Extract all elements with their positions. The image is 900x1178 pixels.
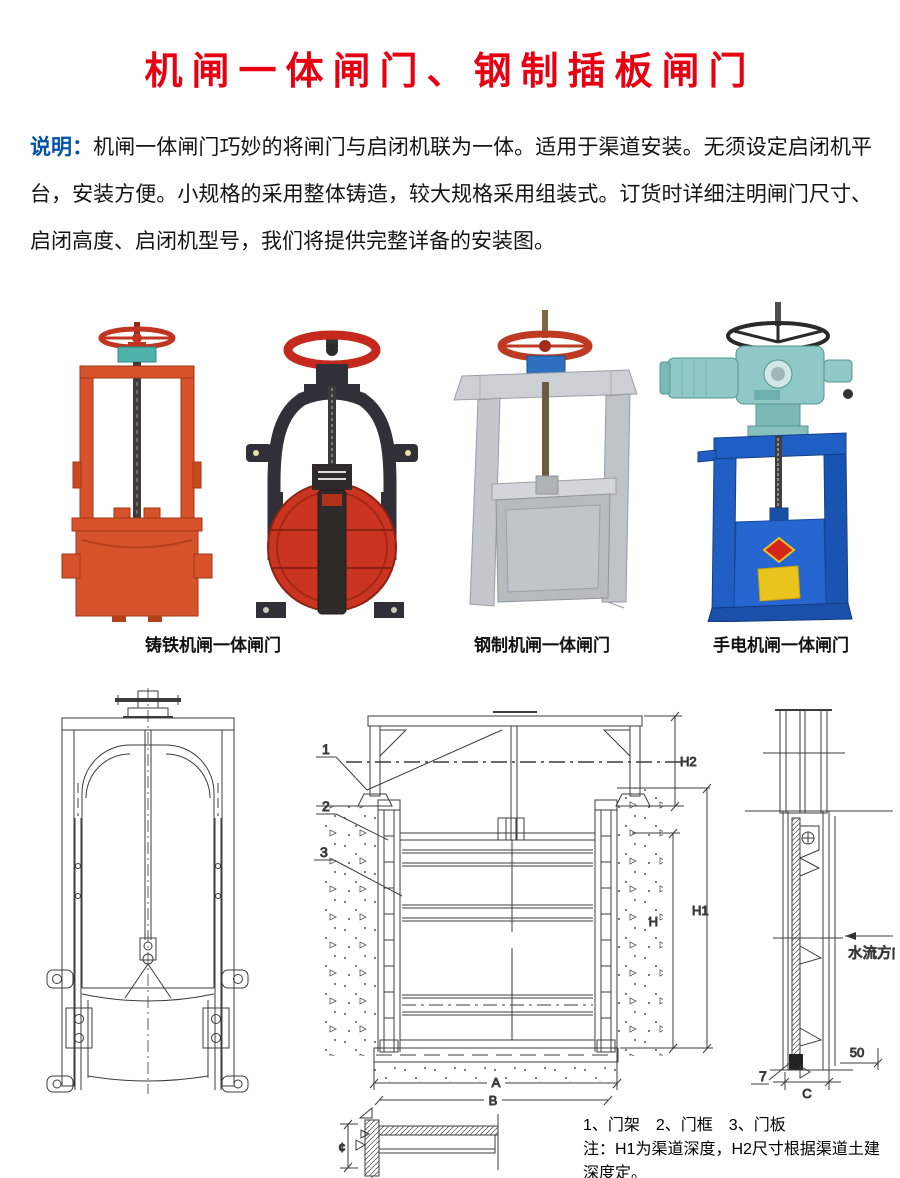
guide-wedge [799, 945, 823, 965]
dim-50: 50 [850, 1045, 864, 1060]
left-ear [46, 969, 74, 989]
yoke-right-leg [356, 392, 397, 560]
drawing-installation-elevation: 1 2 3 H2 H H1 A B ¢ [314, 711, 713, 1178]
door-frame-top-beam [367, 715, 643, 727]
stem-guide-cap [312, 464, 352, 490]
pedestal [755, 403, 801, 427]
center-column [317, 489, 347, 615]
frame-right-post [180, 377, 195, 531]
right-ear [221, 969, 249, 989]
callout-3: 3 [320, 844, 328, 860]
frame-left-post [61, 729, 75, 1087]
dim-h2: H2 [680, 754, 697, 769]
frame-top-beam [61, 717, 235, 731]
dim-c: C [802, 1086, 811, 1101]
screw-stem [775, 436, 782, 528]
caption-steel-gate: 钢制机闸一体闸门 [474, 636, 610, 655]
diamond-logo [762, 536, 796, 564]
dim-h: H [649, 914, 658, 929]
door-frame-left-leg [369, 725, 381, 797]
yoke-left-leg [267, 392, 308, 560]
dim-section-c: ¢ [338, 1140, 345, 1155]
dimension-lines [369, 711, 713, 1107]
dim-a: A [492, 1075, 501, 1090]
stem-tip [775, 302, 781, 326]
callout-1: 1 [322, 741, 330, 757]
flow-direction-label: 水流方向 [848, 945, 895, 962]
gate-top-curve [81, 993, 215, 1002]
photo-steel-gate [453, 310, 638, 609]
page-title: 机闸一体闸门、钢制插板闸门 [144, 51, 756, 93]
drawing-legend: 1、门架 2、门框 3、门板 [583, 1117, 786, 1134]
photo-cast-iron-round-gate [246, 330, 418, 618]
lift-nut [117, 346, 157, 363]
drawing-side-section: 水流方向 50 7 C [745, 709, 895, 1102]
caption-cast-iron-gate: 铸铁机闸一体闸门 [145, 636, 281, 655]
left-clamp [65, 1007, 93, 1049]
bonnet [316, 364, 348, 386]
drawing-notes: 1、门架 2、门框 3、门板 注：H1为渠道深度，H2尺寸根据渠道土建深度定。 [583, 1114, 893, 1178]
base-sill [707, 602, 853, 622]
caption-electric-gate: 手电机闸一体闸门 [713, 636, 849, 655]
dim-b: B [489, 1093, 498, 1108]
drawing-front-elevation [46, 688, 249, 1094]
photo-cast-iron-square-gate [61, 322, 213, 622]
callout-leaders [314, 729, 503, 897]
frame-left-post [469, 397, 501, 607]
frame-top-beam [79, 365, 195, 379]
guide-wedge [799, 1027, 823, 1047]
drawing-note: 注：H1为渠道深度，H2尺寸根据渠道土建深度定。 [583, 1141, 880, 1178]
yellow-label [757, 565, 801, 602]
left-foot [256, 602, 286, 618]
right-foot [374, 602, 404, 618]
stem-tip [542, 310, 548, 338]
frame-left-post [711, 457, 737, 618]
dim-h1: H1 [692, 903, 709, 918]
gate-frame-columns [377, 799, 618, 1053]
screw-stem [542, 382, 549, 486]
bottom-seal [789, 1054, 803, 1070]
actuator-knob [843, 389, 853, 399]
section-detail [340, 1106, 499, 1178]
photo-electric-gate [659, 302, 853, 622]
gate-panel [399, 817, 596, 1041]
frame-left-post [79, 377, 94, 531]
gate-plate-section [791, 817, 801, 1064]
door-frame-right-leg [629, 725, 641, 797]
callout-2: 2 [322, 798, 330, 814]
description-label: 说明： [30, 136, 94, 159]
frame-right-post [823, 453, 849, 612]
description: 说明：机闸一体闸门巧妙的将闸门与启闭机联为一体。适用于渠道安装。无须设定启闭机平… [30, 124, 872, 265]
frame-right-post [221, 729, 235, 1087]
gate-flange [71, 517, 203, 532]
door-frame-side [779, 709, 828, 814]
actuator-motor [667, 357, 739, 399]
callout-7: 7 [759, 1068, 767, 1084]
right-lug [193, 553, 213, 579]
right-clamp [202, 1007, 230, 1049]
description-text: 机闸一体闸门巧妙的将闸门与启闭机联为一体。适用于渠道安装。无须设定启闭机平台，安… [30, 135, 872, 253]
left-lug [61, 553, 81, 579]
concrete-left [324, 806, 378, 1056]
